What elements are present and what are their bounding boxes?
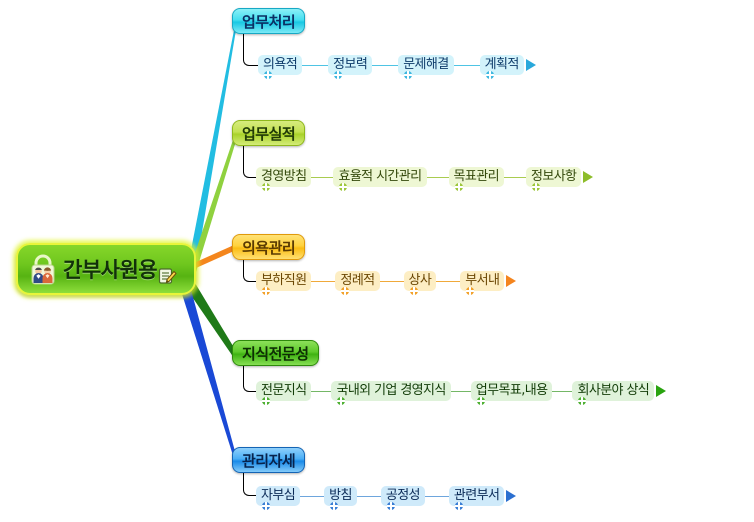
sub-item-label: 계획적	[484, 57, 520, 72]
sub-item-label: 목표관리	[453, 169, 500, 184]
connector	[300, 495, 325, 497]
node-marker-icon[interactable]	[386, 502, 395, 510]
sub-item[interactable]: 회사분야 상식	[572, 381, 655, 405]
node-marker-icon[interactable]	[466, 287, 475, 295]
sub-chain-2: 부하직원 정례적 상사 부서내	[256, 270, 517, 295]
connector	[311, 390, 332, 392]
central-node[interactable]: 간부사원용	[16, 243, 196, 295]
sub-item-label: 업무목표,내용	[475, 383, 548, 398]
sub-chain-1: 경영방침 효율적 시간관리 목표관리 정보사항	[256, 166, 594, 191]
sub-item[interactable]: 상사	[403, 271, 437, 295]
sub-item[interactable]: 정례적	[335, 271, 380, 295]
sub-item[interactable]: 정보사항	[525, 167, 582, 191]
central-node-label: 간부사원용	[63, 258, 158, 282]
branch-node-2[interactable]: 의욕관리	[232, 234, 306, 260]
note-pencil-icon[interactable]	[158, 266, 177, 285]
sub-item[interactable]: 업무목표,내용	[470, 381, 553, 405]
connector	[424, 495, 449, 497]
node-marker-icon[interactable]	[262, 183, 270, 191]
node-marker-icon[interactable]	[262, 502, 270, 510]
node-marker-icon[interactable]	[330, 502, 339, 510]
sub-item[interactable]: 목표관리	[448, 167, 504, 191]
sub-item[interactable]: 부서내	[460, 271, 505, 295]
sub-item[interactable]: 국내외 기업 경영지식	[331, 381, 451, 405]
connector	[552, 390, 573, 392]
sub-item-label: 방침	[329, 488, 352, 503]
sub-item-label: 자부심	[261, 488, 296, 503]
branch-node-0[interactable]: 업무처리	[232, 8, 306, 34]
lock-people-icon	[26, 252, 60, 286]
sub-item[interactable]: 공정성	[380, 486, 425, 510]
branch-node-4[interactable]: 관리자세	[232, 447, 306, 473]
sub-chain-4: 자부심 방침 공정성 관련부서	[256, 485, 517, 510]
node-marker-icon[interactable]	[454, 183, 463, 191]
node-marker-icon[interactable]	[454, 502, 463, 510]
right-arrow-icon	[506, 490, 517, 502]
connector	[302, 64, 329, 66]
sub-item-label: 의욕적	[263, 57, 298, 72]
sub-item[interactable]: 부하직원	[256, 271, 312, 295]
connector	[372, 64, 399, 66]
sub-item[interactable]: 방침	[324, 486, 357, 510]
connector	[450, 390, 471, 392]
sub-item[interactable]: 계획적	[479, 55, 524, 79]
sub-item-label: 상사	[408, 273, 432, 288]
connector	[436, 280, 461, 282]
connector	[356, 495, 381, 497]
right-arrow-icon	[525, 59, 536, 71]
node-marker-icon[interactable]	[341, 287, 350, 295]
branch-node-3[interactable]: 지식전문성	[232, 340, 319, 366]
sub-item[interactable]: 전문지식	[256, 381, 312, 405]
node-marker-icon[interactable]	[476, 397, 485, 405]
sub-item-label: 정보력	[333, 57, 368, 72]
sub-item-label: 관련부서	[453, 488, 500, 503]
connector	[503, 176, 526, 178]
node-marker-icon[interactable]	[485, 71, 494, 79]
sub-item[interactable]: 효율적 시간관리	[333, 167, 427, 191]
right-arrow-icon	[583, 171, 594, 183]
connector	[379, 280, 404, 282]
sub-item-label: 정보사항	[530, 169, 577, 184]
sub-item-label: 문제해결	[403, 57, 449, 72]
sub-item-label: 전문지식	[261, 383, 307, 398]
sub-item[interactable]: 의욕적	[258, 55, 303, 79]
node-marker-icon[interactable]	[578, 397, 587, 405]
sub-item-label: 정례적	[340, 273, 375, 288]
sub-item-label: 경영방침	[261, 169, 307, 184]
right-arrow-icon	[506, 275, 517, 287]
connector	[453, 64, 480, 66]
connector	[311, 176, 334, 178]
sub-item[interactable]: 정보력	[328, 55, 373, 79]
node-marker-icon[interactable]	[337, 397, 346, 405]
sub-chain-0: 의욕적 정보력 문제해결 계획적	[258, 54, 536, 79]
connector	[426, 176, 449, 178]
sub-item-label: 부서내	[465, 273, 500, 288]
sub-item-label: 부하직원	[261, 273, 307, 288]
sub-item-label: 효율적 시간관리	[338, 169, 422, 184]
branch-node-1[interactable]: 업무실적	[232, 120, 306, 146]
node-marker-icon[interactable]	[262, 397, 270, 405]
sub-item[interactable]: 경영방침	[256, 167, 312, 191]
sub-item-label: 공정성	[385, 488, 421, 503]
sub-item-label: 회사분야 상식	[577, 383, 650, 398]
sub-item[interactable]: 문제해결	[398, 55, 454, 79]
right-arrow-icon	[656, 385, 667, 397]
node-marker-icon[interactable]	[409, 287, 418, 295]
sub-item-label: 국내외 기업 경영지식	[336, 383, 446, 398]
node-marker-icon[interactable]	[334, 71, 343, 79]
sub-item[interactable]: 자부심	[256, 486, 301, 510]
node-marker-icon[interactable]	[531, 183, 540, 191]
node-marker-icon[interactable]	[264, 71, 272, 79]
sub-chain-3: 전문지식 국내외 기업 경영지식 업무목표,내용 회사분야 상식	[256, 380, 667, 405]
node-marker-icon[interactable]	[262, 287, 270, 295]
sub-item[interactable]: 관련부서	[448, 486, 505, 510]
node-marker-icon[interactable]	[339, 183, 348, 191]
connector	[311, 280, 336, 282]
node-marker-icon[interactable]	[404, 71, 413, 79]
